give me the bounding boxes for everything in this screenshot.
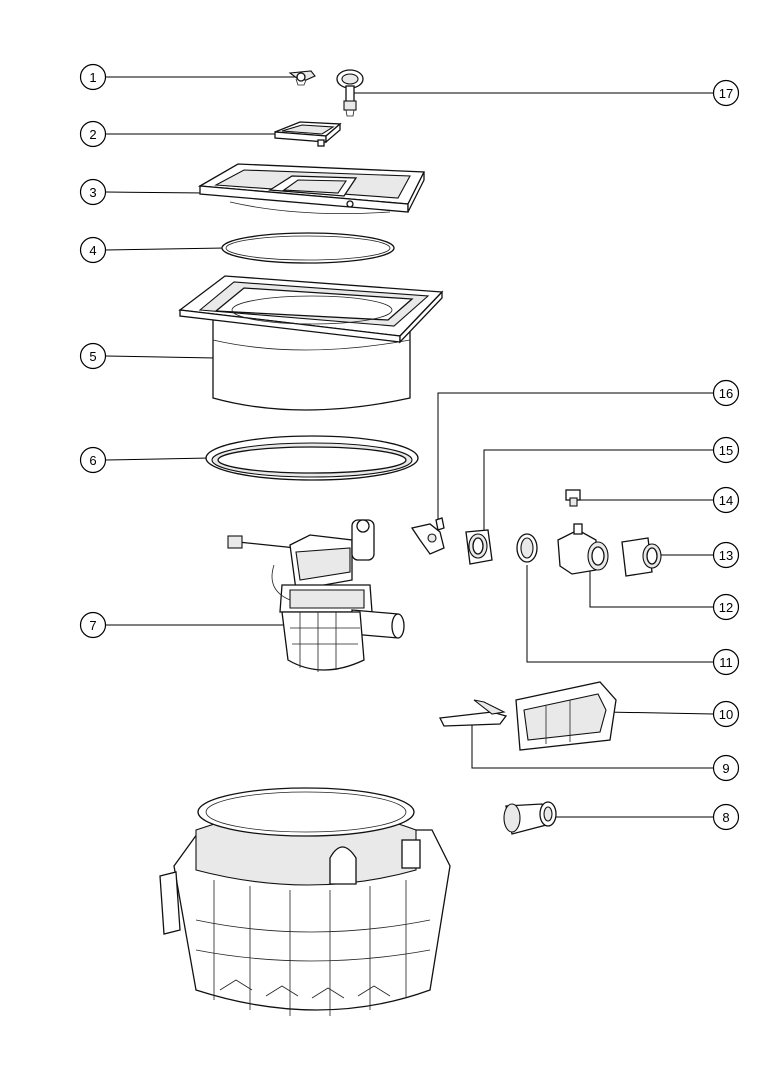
callout-number: 7 xyxy=(89,618,96,633)
callout-number: 15 xyxy=(719,443,733,458)
callout-number: 3 xyxy=(89,185,96,200)
callout-circle xyxy=(712,700,740,728)
part-lever-bracket xyxy=(410,517,445,555)
callout-circle xyxy=(712,593,740,621)
part-plug-ring xyxy=(336,69,364,117)
part-seal xyxy=(516,533,538,563)
callout-1: 1 xyxy=(79,63,107,91)
callout-7: 7 xyxy=(79,611,107,639)
part-small-frame xyxy=(274,121,342,147)
callout-circle xyxy=(712,541,740,569)
part-base-housing xyxy=(159,787,451,1016)
callout-circle xyxy=(79,63,107,91)
part-heater-housing xyxy=(621,537,662,577)
part-nipple xyxy=(565,489,581,507)
callout-number: 11 xyxy=(719,655,733,670)
part-small-bracket xyxy=(439,699,508,727)
callout-9: 9 xyxy=(712,754,740,782)
callout-17: 17 xyxy=(712,79,740,107)
callout-16: 16 xyxy=(712,379,740,407)
callout-4: 4 xyxy=(79,236,107,264)
callout-number: 5 xyxy=(89,349,96,364)
callout-number: 13 xyxy=(719,548,733,563)
callout-circle xyxy=(79,611,107,639)
part-pump-motor xyxy=(227,519,405,672)
callout-circle xyxy=(712,648,740,676)
leader-lines xyxy=(105,76,714,818)
part-channel-guide xyxy=(515,681,617,751)
callout-number: 9 xyxy=(722,761,729,776)
part-valve xyxy=(465,529,493,565)
callout-number: 8 xyxy=(722,810,729,825)
part-connector xyxy=(503,801,557,835)
callout-number: 16 xyxy=(719,386,733,401)
callout-15: 15 xyxy=(712,436,740,464)
callout-6: 6 xyxy=(79,446,107,474)
callout-circle xyxy=(79,178,107,206)
callout-number: 2 xyxy=(89,127,96,142)
callout-circle xyxy=(712,754,740,782)
callout-circle xyxy=(712,436,740,464)
callout-5: 5 xyxy=(79,342,107,370)
callout-number: 17 xyxy=(719,86,733,101)
callout-number: 6 xyxy=(89,453,96,468)
part-top-lid xyxy=(197,163,426,215)
callout-10: 10 xyxy=(712,700,740,728)
part-gasket xyxy=(205,435,419,481)
part-clip xyxy=(288,70,316,86)
callout-3: 3 xyxy=(79,178,107,206)
callout-circle xyxy=(79,236,107,264)
callout-13: 13 xyxy=(712,541,740,569)
part-pump-housing xyxy=(557,523,609,575)
callout-number: 14 xyxy=(719,493,733,508)
part-tub xyxy=(178,275,444,411)
callout-14: 14 xyxy=(712,486,740,514)
callout-11: 11 xyxy=(712,648,740,676)
callout-circle xyxy=(79,342,107,370)
callout-circle xyxy=(79,120,107,148)
callout-circle xyxy=(712,486,740,514)
callout-number: 4 xyxy=(89,243,96,258)
callout-circle xyxy=(712,379,740,407)
callout-circle xyxy=(712,803,740,831)
callout-2: 2 xyxy=(79,120,107,148)
callout-number: 1 xyxy=(89,70,96,85)
callout-number: 10 xyxy=(719,707,733,722)
callout-circle xyxy=(79,446,107,474)
callout-12: 12 xyxy=(712,593,740,621)
part-o-ring xyxy=(221,232,395,264)
callout-8: 8 xyxy=(712,803,740,831)
callout-circle xyxy=(712,79,740,107)
callout-number: 12 xyxy=(719,600,733,615)
